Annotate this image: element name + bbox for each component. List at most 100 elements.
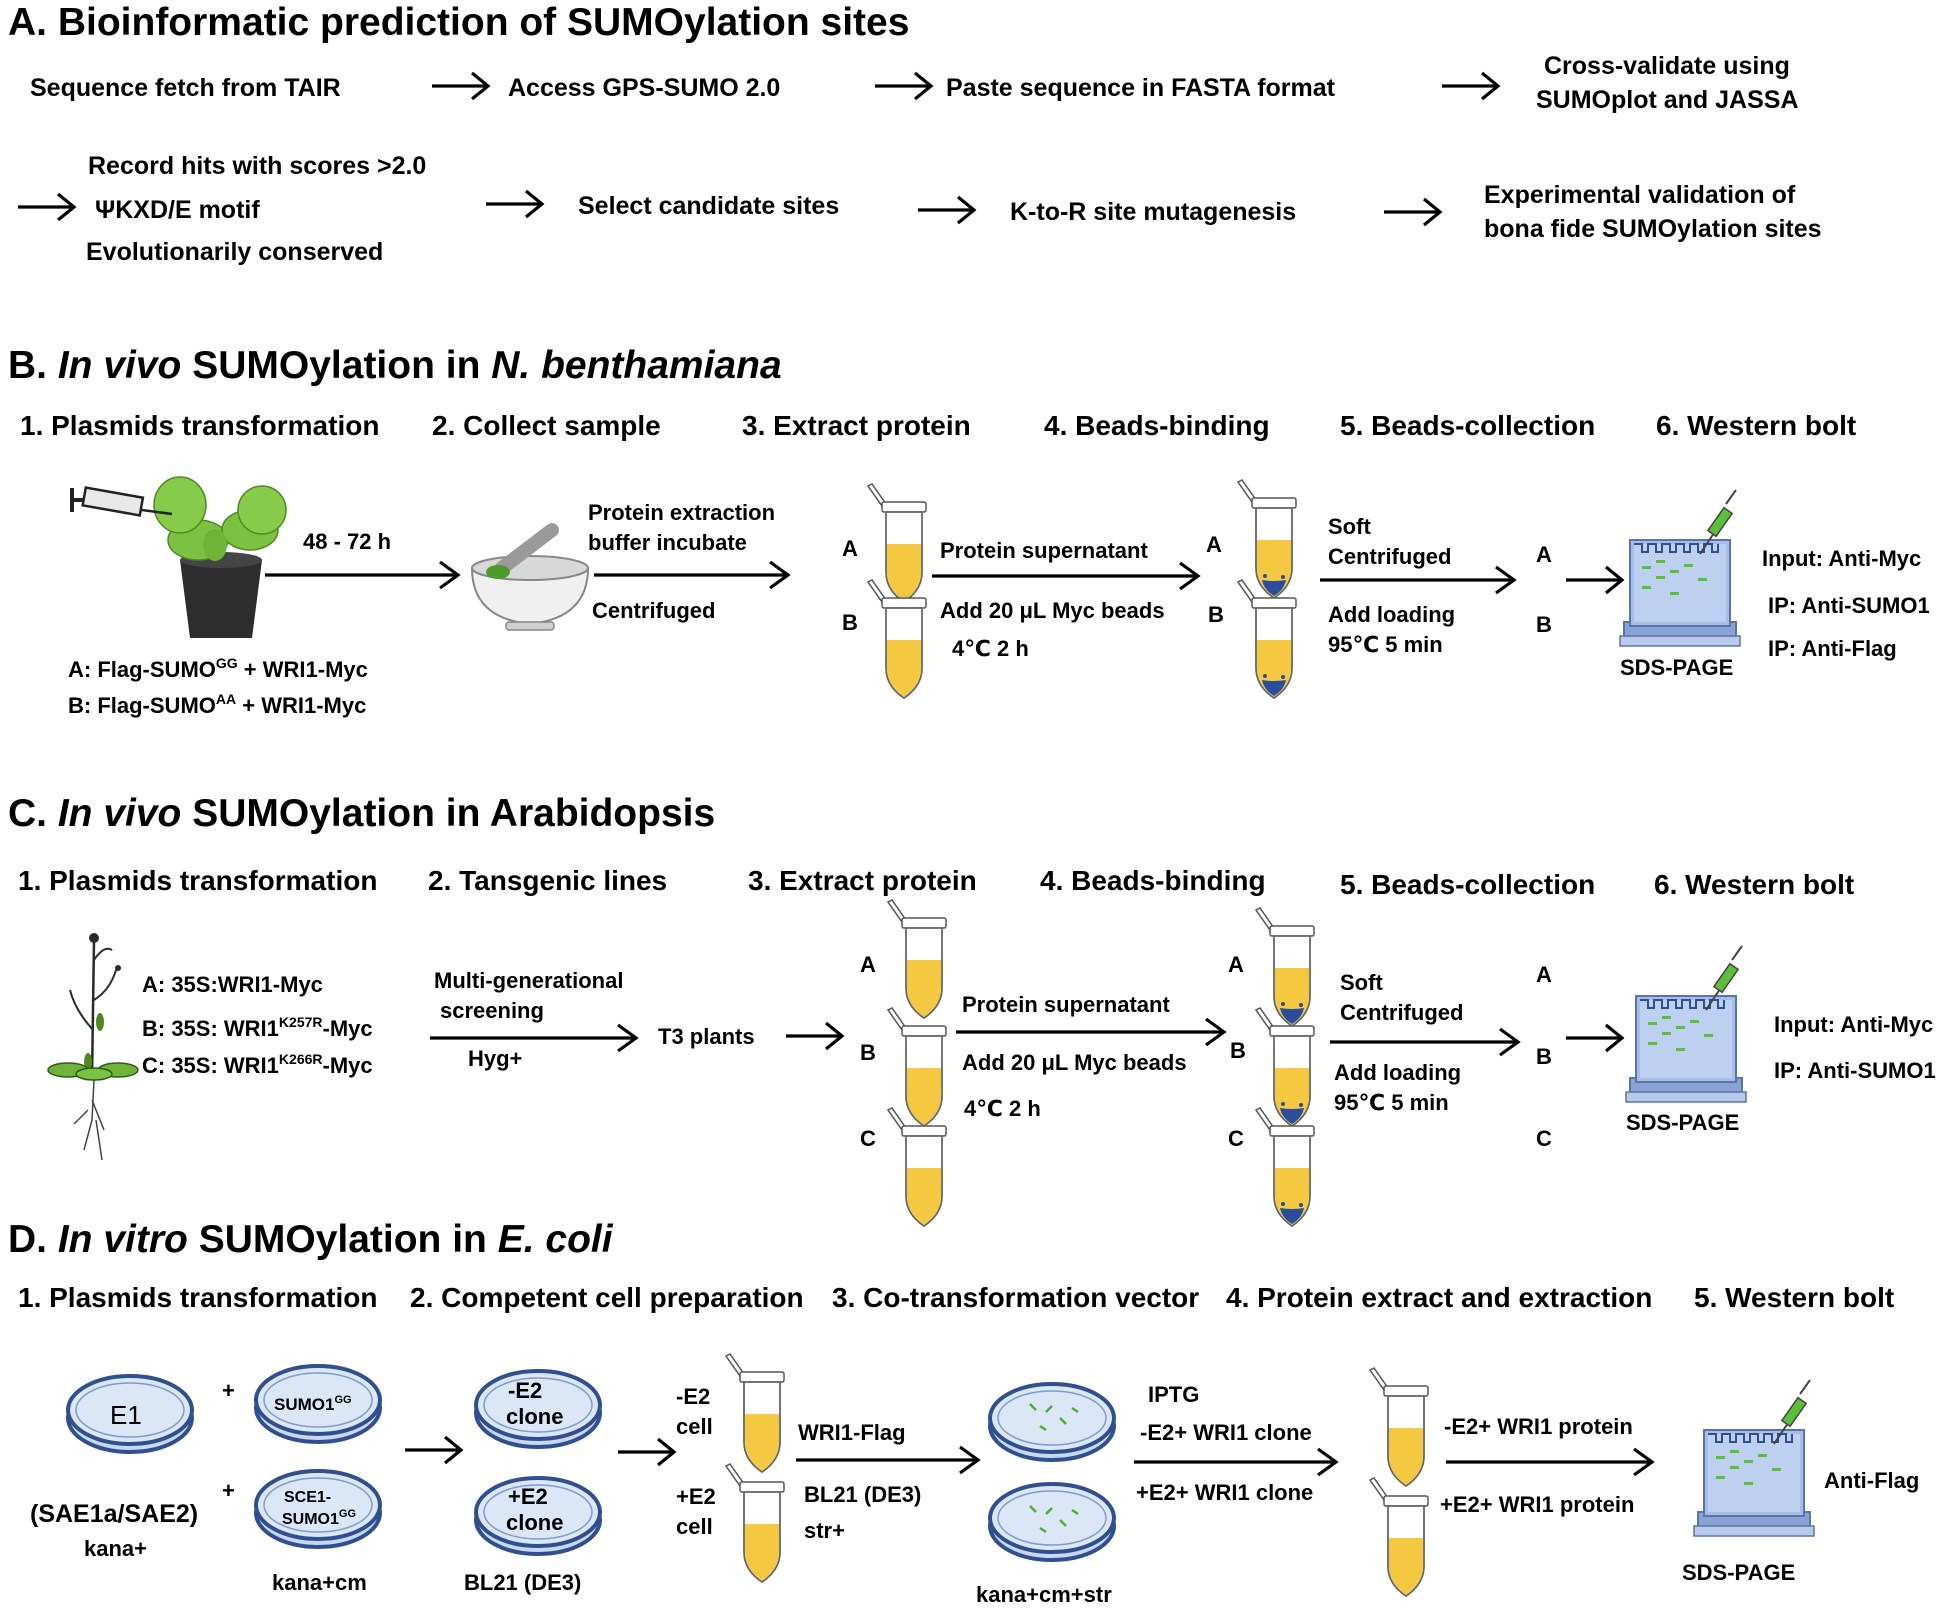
b-step-1: 1. Plasmids transformation [20, 410, 379, 441]
arrow-icon [16, 192, 76, 222]
d-e1-label: E1 [110, 1400, 142, 1430]
tube-icon [867, 483, 927, 603]
arrow-icon [616, 1437, 676, 1467]
c-gel-label-b: B [1536, 1044, 1552, 1069]
tube-icon [887, 1107, 947, 1227]
d-cell-plus-line1: +E2 [676, 1484, 716, 1509]
b-supernatant: Protein supernatant [940, 538, 1148, 563]
tube-icon [867, 579, 927, 699]
c-construct-b: B: 35S: WRI1K257R-Myc [142, 1014, 373, 1041]
d-e2-minus-line1: -E2 [508, 1378, 542, 1403]
arrow-icon [430, 71, 490, 101]
b-time: 48 - 72 h [303, 529, 391, 554]
arrow-icon [873, 71, 933, 101]
d-cell-minus-line1: -E2 [676, 1384, 710, 1409]
step-select-candidates: Select candidate sites [578, 192, 839, 220]
sds-page-gel-icon [1619, 489, 1741, 647]
sds-page-gel-icon [1625, 945, 1747, 1103]
tube-icon [1369, 1477, 1429, 1597]
b-soft-centrifuged: Centrifuged [1328, 544, 1451, 569]
tube-icon [725, 1463, 785, 1583]
arrow-icon [784, 1021, 844, 1051]
d-plus-2: + [222, 1478, 235, 1503]
step-motif: ΨKXD/E motif [95, 196, 260, 224]
d-bl21-label: BL21 (DE3) [464, 1570, 581, 1595]
mortar-pestle-icon [470, 523, 590, 631]
c-step-4: 4. Beads-binding [1040, 865, 1266, 896]
step-validation-line1: Experimental validation of [1484, 181, 1796, 209]
d-sce1-line2: SUMO1GG [282, 1508, 356, 1528]
arabidopsis-plant-icon [47, 933, 139, 1161]
d-cell-plus-line2: cell [676, 1514, 713, 1539]
b-construct-a: A: Flag-SUMOGG + WRI1-Myc [68, 655, 368, 682]
d-kana-label: kana+ [84, 1536, 147, 1561]
c-screening-line2: screening [440, 998, 544, 1023]
b-gel-label-a: A [1536, 542, 1552, 567]
c-beads: Add 20 μL Myc beads [962, 1050, 1187, 1075]
c-step-2: 2. Tansgenic lines [428, 865, 667, 896]
syringe-icon [70, 486, 173, 517]
tobacco-plant-icon [153, 476, 287, 638]
tube-icon [887, 899, 947, 1019]
d-clone-minus: -E2+ WRI1 clone [1140, 1420, 1312, 1445]
colony-dish-icon [988, 1382, 1116, 1462]
b-step-3: 3. Extract protein [742, 410, 971, 441]
arrow-icon [956, 1017, 1227, 1047]
arrow-icon [403, 1435, 463, 1465]
c-tube-label-b2: B [1230, 1038, 1246, 1063]
tube-icon [1369, 1367, 1429, 1487]
d-bl21b: BL21 (DE3) [804, 1482, 921, 1507]
section-a-title: A. Bioinformatic prediction of SUMOylati… [8, 1, 909, 44]
arrow-icon [1320, 565, 1517, 595]
c-gel-label-c: C [1536, 1126, 1552, 1151]
d-e2-minus-line2: clone [506, 1404, 563, 1429]
c-step-6: 6. Western bolt [1654, 869, 1854, 900]
arrow-icon [1564, 565, 1624, 595]
d-kanacmstr-label: kana+cm+str [976, 1582, 1112, 1607]
c-tube-label-b: B [860, 1040, 876, 1065]
b-tube-label-a2: A [1206, 532, 1222, 557]
step-mutagenesis: K-to-R site mutagenesis [1010, 198, 1296, 226]
c-step-3: 3. Extract protein [748, 865, 977, 896]
c-sds-label: SDS-PAGE [1626, 1110, 1739, 1135]
arrow-icon [796, 1445, 981, 1475]
d-step-5: 5. Western bolt [1694, 1282, 1894, 1313]
arrow-icon [1446, 1447, 1655, 1477]
d-e2-plus-line2: clone [506, 1510, 563, 1535]
d-step-4: 4. Protein extract and extraction [1226, 1282, 1652, 1313]
b-construct-b: B: Flag-SUMOAA + WRI1-Myc [68, 691, 366, 718]
c-gel-label-a: A [1536, 962, 1552, 987]
tube-icon [887, 1007, 947, 1127]
b-beads: Add 20 μL Myc beads [940, 598, 1165, 623]
tube-pellet-icon [1256, 1108, 1314, 1226]
arrow-icon [594, 560, 791, 590]
step-validation-line2: bona fide SUMOylation sites [1484, 215, 1822, 243]
b-tube-label-b: B [842, 610, 858, 635]
c-tube-label-c: C [860, 1126, 876, 1151]
c-antibody-1: Input: Anti-Myc [1774, 1012, 1933, 1037]
b-loading: Add loading [1328, 602, 1455, 627]
step-sequence-fetch: Sequence fetch from TAIR [30, 74, 341, 102]
arrow-icon [265, 560, 461, 590]
b-step-4: 4. Beads-binding [1044, 410, 1270, 441]
section-d-title: D. In vitro SUMOylation in E. coli [8, 1218, 614, 1261]
b-extraction-line1: Protein extraction [588, 500, 775, 525]
d-sds-label: SDS-PAGE [1682, 1560, 1795, 1585]
tube-pellet-icon [1256, 1008, 1314, 1126]
d-str: str+ [804, 1518, 845, 1543]
c-soft-centrifuged: Centrifuged [1340, 1000, 1463, 1025]
c-construct-c: C: 35S: WRI1K266R-Myc [142, 1051, 373, 1078]
b-temp: 4℃ 2 h [952, 636, 1029, 661]
b-centrifuged: Centrifuged [592, 598, 715, 623]
arrow-icon [1330, 1027, 1521, 1057]
d-wri1-flag: WRI1-Flag [798, 1420, 906, 1445]
step-crossvalidate-line1: Cross-validate using [1544, 52, 1790, 80]
d-step-3: 3. Co-transformation vector [832, 1282, 1199, 1313]
petri-dish-icon [254, 1469, 382, 1549]
d-protein-minus: -E2+ WRI1 protein [1444, 1414, 1633, 1439]
arrow-icon [932, 561, 1201, 591]
b-antibody-2: IP: Anti-SUMO1 [1768, 593, 1930, 618]
c-step-1: 1. Plasmids transformation [18, 865, 377, 896]
